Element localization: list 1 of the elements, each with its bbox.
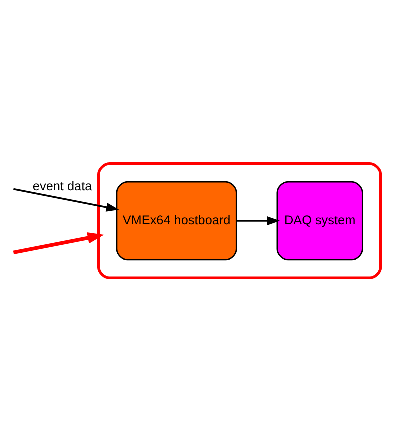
edge-label: event data [32, 178, 92, 193]
